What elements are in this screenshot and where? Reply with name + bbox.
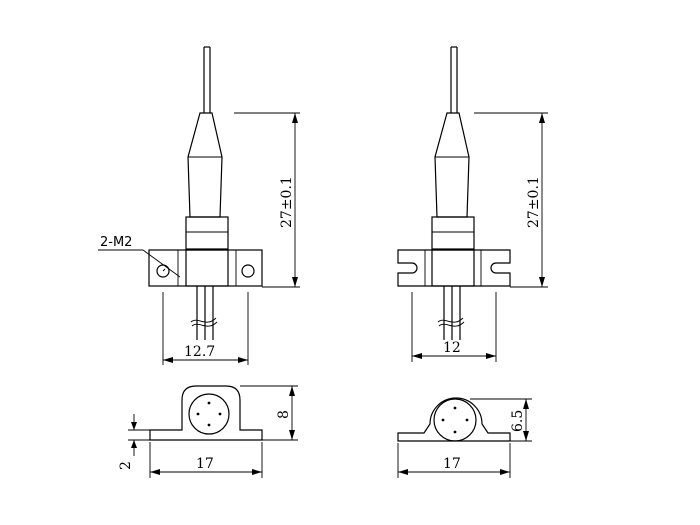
bottom-right-width-dimension: 17 (443, 456, 461, 472)
right-height-dimension: 27±0.1 (526, 176, 542, 228)
bottom-right-view: 6.5 17 (397, 397, 532, 478)
right-front-view: 27±0.1 12 (397, 46, 548, 362)
bottom-left-view: 8 2 17 (118, 385, 298, 478)
bottom-left-height-dimension: 8 (276, 410, 292, 419)
right-width-dimension: 12 (443, 340, 461, 356)
bottom-left-width-dimension: 17 (196, 456, 214, 472)
mount-hole-right (241, 264, 255, 278)
left-width-dimension: 12.7 (184, 344, 215, 360)
left-front-view: 2-M2 27±0.1 12.7 (98, 46, 300, 365)
bottom-left-flange-dimension: 2 (118, 461, 134, 470)
left-height-dimension: 27±0.1 (279, 176, 295, 228)
thread-note-label: 2-M2 (100, 235, 132, 250)
bottom-right-height-dimension: 6.5 (510, 410, 526, 432)
